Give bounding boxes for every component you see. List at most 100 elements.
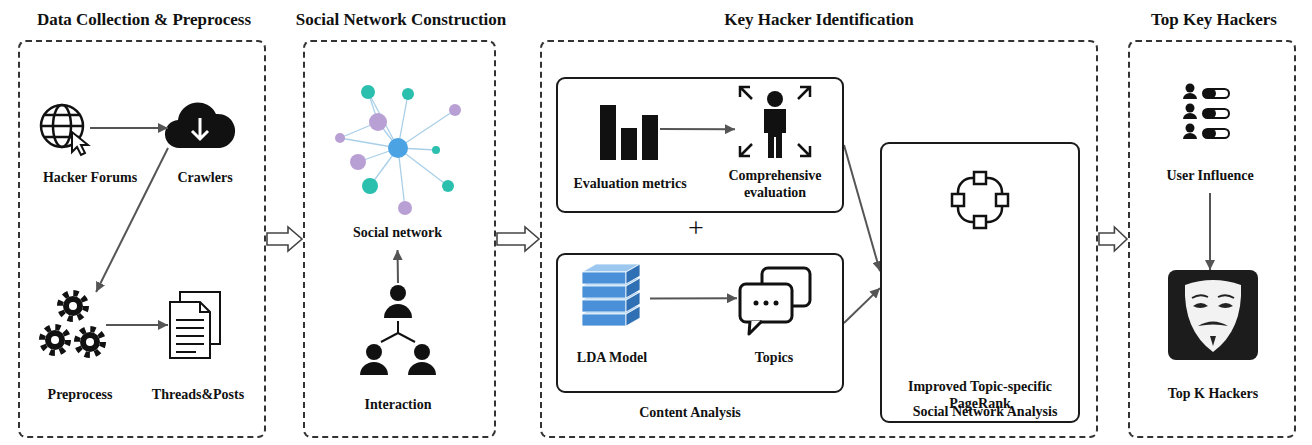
cloud-icon-part [165, 102, 235, 148]
block-arrow [1099, 227, 1127, 251]
plus-sign: + [688, 212, 704, 244]
node-label: Hacker Forums [43, 170, 137, 187]
user-list-icon-part [1186, 84, 1195, 93]
pagerank-icon-part [974, 216, 986, 228]
node-label: Content Analysis [639, 405, 741, 422]
node-label: Interaction [365, 397, 432, 414]
node-label: Social Network Analysis [895, 404, 1075, 421]
process-box: Content AnalysisLDA ModelTopics [556, 253, 844, 393]
bar-chart-icon-part [621, 128, 637, 160]
network-graph-icon-part [369, 113, 387, 131]
evaluation-person-icon-part-part [798, 144, 810, 156]
user-list-icon-part [1203, 129, 1229, 138]
gears-icon-part-part [69, 302, 77, 310]
network-graph-icon-part [442, 180, 454, 192]
documents-icon-part [176, 320, 204, 352]
user-list-icon-part [1183, 93, 1197, 99]
topics-icon-part [774, 301, 779, 306]
network-graph-icon [335, 85, 461, 215]
topics-icon-part [764, 301, 769, 306]
gears-icon-part [77, 329, 103, 355]
mask-icon-part [1168, 270, 1258, 360]
interaction-icon-part [390, 285, 406, 301]
icon-node: Evaluation metrics [598, 98, 660, 160]
mask-icon-part [1193, 303, 1233, 308]
node-label: Topics [755, 350, 793, 367]
icon-node: Crawlers [168, 103, 232, 153]
network-graph-icon-part [398, 201, 412, 215]
user-list-icon-part [1203, 89, 1216, 98]
network-graph-icon-part [340, 92, 455, 208]
lda-model-icon [582, 264, 640, 326]
interaction-icon-part [366, 344, 382, 360]
gears-icon-part-part [77, 329, 103, 355]
globe-icon-part [41, 115, 83, 137]
block-arrow [497, 227, 539, 251]
node-label: Threads&Posts [152, 387, 244, 404]
icon-node: Hacker Forums [40, 103, 90, 153]
bar-chart-icon-part [600, 105, 616, 160]
flow-arrow [650, 297, 737, 299]
gears-icon-part-part [86, 338, 94, 346]
interaction-icon-part [408, 362, 436, 375]
flow-arrow [844, 288, 880, 323]
topics-icon-part [754, 301, 759, 306]
icon-node: Threads&Posts [168, 290, 224, 360]
dashed-panel: Data Collection & PreprocessHacker Forum… [18, 40, 266, 438]
pagerank-icon-part [996, 194, 1008, 206]
network-graph-icon-part-part [398, 110, 455, 148]
mask-icon-part [1192, 295, 1234, 298]
documents-icon-part [200, 302, 210, 312]
topics-icon [740, 268, 810, 334]
pagerank-icon [952, 172, 1008, 228]
network-graph-icon-part [361, 85, 375, 99]
process-box: Improved Topic-specific PageRankSocial N… [880, 142, 1080, 423]
user-list-icon-part [1183, 133, 1197, 139]
gears-icon-part-part [51, 336, 59, 344]
user-list-icon-part [1186, 104, 1195, 113]
dashed-panel: Top Key HackersUser InfluenceTop K Hacke… [1128, 40, 1296, 438]
dashed-panel: Social Network ConstructionSocial networ… [303, 40, 496, 438]
evaluation-person-icon-part-part [740, 87, 752, 99]
network-graph-icon-part [402, 88, 414, 100]
lda-model-icon-part [582, 264, 640, 284]
icon-node: Topics [737, 266, 812, 336]
panel-heading: Top Key Hackers [1151, 10, 1277, 30]
cloud-icon-part [192, 118, 208, 139]
gears-icon-part-part [42, 327, 68, 353]
panel-heading: Key Hacker Identification [724, 10, 914, 30]
evaluation-person-icon-part [764, 109, 786, 158]
interaction-icon [360, 285, 436, 375]
flow-arrow [1209, 193, 1211, 270]
panel-heading: Data Collection & Preprocess [37, 10, 251, 30]
gears-icon-part-part [63, 296, 83, 316]
network-graph-icon-part [449, 104, 461, 116]
mask-icon [1168, 270, 1258, 360]
node-label: Evaluation metrics [573, 176, 686, 193]
node-label: Crawlers [177, 170, 232, 187]
bar-chart-icon-part [642, 115, 658, 160]
icon-node: Social network [325, 70, 470, 250]
mask-icon-part [1198, 322, 1228, 327]
globe-icon [41, 105, 88, 155]
user-list-icon-part [1186, 124, 1195, 133]
network-graph-icon-part [362, 178, 378, 194]
gears-icon [42, 293, 103, 355]
interaction-icon-part [381, 321, 415, 342]
topics-icon-part [749, 321, 762, 334]
user-list-icon-part [1203, 109, 1216, 118]
interaction-icon-part [414, 344, 430, 360]
user-list-icon-part [1183, 113, 1197, 119]
icon-node: Preprocess [40, 292, 106, 358]
evaluation-person-icon-part [740, 87, 810, 156]
evaluation-person-icon-part-part [740, 144, 752, 156]
documents-icon [170, 292, 220, 358]
gears-icon-part [60, 293, 86, 319]
globe-icon-part [72, 132, 88, 155]
interaction-icon-part [360, 362, 388, 375]
cloud-icon [165, 102, 235, 148]
flow-arrow [90, 127, 168, 129]
